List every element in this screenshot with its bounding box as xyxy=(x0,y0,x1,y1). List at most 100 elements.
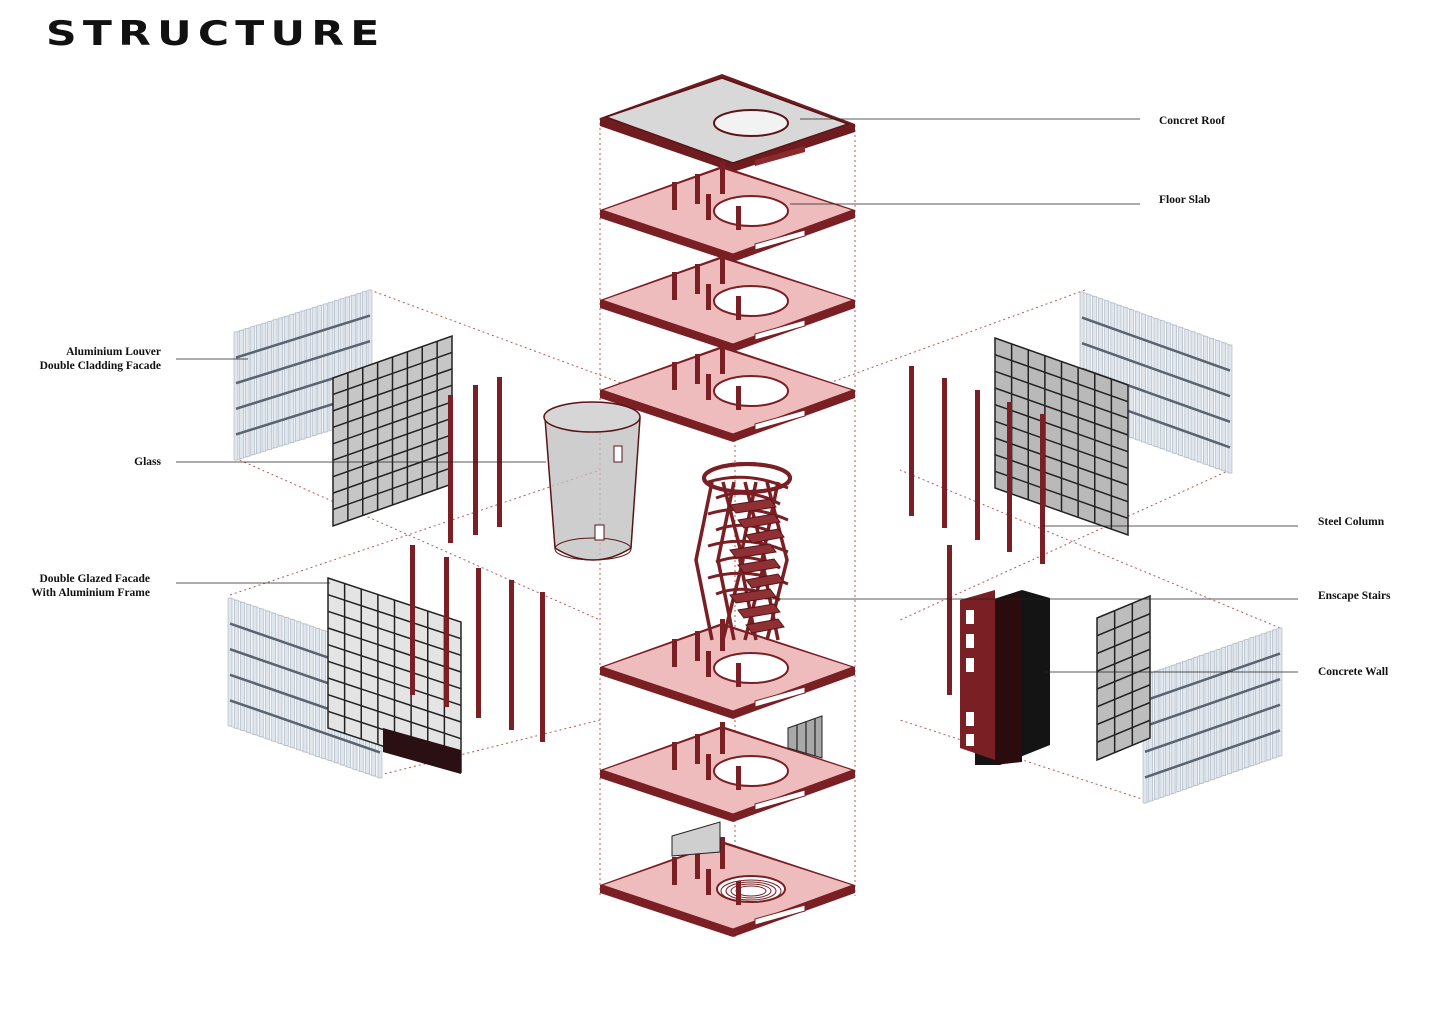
louver-fin xyxy=(1232,643,1238,772)
slab-column xyxy=(736,663,741,687)
floor-slab xyxy=(600,256,855,352)
stair-flight xyxy=(745,573,785,589)
slab-opening xyxy=(713,755,789,787)
louver-fin xyxy=(1221,342,1227,472)
stair-flight xyxy=(745,528,785,544)
louver-fin xyxy=(1153,670,1159,800)
louver-rail xyxy=(1144,678,1281,728)
steel-column xyxy=(476,568,481,718)
slab-column xyxy=(706,374,711,400)
louver-rail xyxy=(1144,652,1281,702)
stair-flight xyxy=(729,498,777,514)
transom xyxy=(1096,648,1151,672)
steel-column xyxy=(947,545,952,695)
steel-column xyxy=(1040,414,1045,564)
louver-fin xyxy=(328,301,334,431)
slab-column xyxy=(672,742,677,770)
slab-column xyxy=(706,284,711,310)
slab-opening xyxy=(713,375,789,407)
louver-fin xyxy=(1159,320,1165,450)
louver-fin xyxy=(278,317,283,447)
transom xyxy=(1096,630,1151,655)
louver-fin xyxy=(1147,315,1153,445)
slab-column xyxy=(736,206,741,230)
louver-fin xyxy=(302,623,308,753)
louver-fin xyxy=(1182,660,1187,790)
slab-column xyxy=(672,272,677,300)
louver-fin xyxy=(317,305,323,435)
stair-flight xyxy=(729,543,777,559)
steel-column xyxy=(1007,402,1012,552)
steel-column xyxy=(473,385,478,535)
louver-fin xyxy=(1159,668,1165,798)
transom xyxy=(332,384,453,429)
louver-fin xyxy=(1215,649,1221,778)
louver-fin xyxy=(295,312,300,442)
slab-column xyxy=(672,182,677,210)
stair-ring xyxy=(725,881,777,901)
louver-fin xyxy=(1170,664,1176,794)
louver-fin xyxy=(1209,338,1214,467)
louver-fin xyxy=(1249,637,1255,767)
louver-fin xyxy=(233,599,239,729)
slab-column xyxy=(720,722,725,754)
louver-fin xyxy=(256,324,261,454)
transom xyxy=(327,660,462,707)
slab-column xyxy=(672,639,677,667)
louver-fin xyxy=(1198,655,1204,784)
louver-fin xyxy=(250,326,256,456)
aluminium-louver-lower-right xyxy=(1142,627,1283,804)
slab-column xyxy=(695,174,700,204)
louver-fin xyxy=(252,606,258,735)
label-double-glazed-line2: With Aluminium Frame xyxy=(31,587,150,599)
transom xyxy=(994,353,1129,403)
stair-flight xyxy=(737,513,781,529)
louver-fin xyxy=(1187,659,1193,788)
transom xyxy=(327,593,462,640)
louver-fin xyxy=(1176,662,1182,792)
leader-lines xyxy=(176,118,1298,673)
slab-column xyxy=(736,766,741,790)
stair-flight xyxy=(729,588,777,604)
louver-fin xyxy=(267,321,272,450)
transom xyxy=(994,453,1129,503)
transom xyxy=(1096,701,1151,726)
glazed-facade-lower-left xyxy=(327,576,462,774)
stair-top-ring xyxy=(702,462,792,494)
transom xyxy=(1096,719,1151,743)
label-aluminium-louver: Aluminium Louver Double Cladding Facade xyxy=(16,345,161,373)
louver-fin xyxy=(261,322,267,452)
slab-notch xyxy=(754,409,806,431)
louver-rail xyxy=(1081,316,1231,372)
transom xyxy=(994,387,1129,436)
louver-fin xyxy=(1238,641,1243,771)
page-title: STRUCTURE xyxy=(46,14,386,54)
steel-column xyxy=(410,545,415,695)
louver-fin xyxy=(1227,645,1232,774)
small-glazing-pieces xyxy=(671,715,823,857)
louver-fin xyxy=(1196,333,1202,463)
escape-stairs xyxy=(694,462,792,641)
label-glass: Glass xyxy=(134,456,161,468)
slab-notch xyxy=(754,789,806,811)
louver-fin xyxy=(272,319,278,449)
louver-fin xyxy=(240,602,245,731)
floor-slab xyxy=(600,841,855,937)
louver-rail xyxy=(235,340,371,385)
louver-fin xyxy=(1277,627,1283,757)
transom xyxy=(327,643,462,690)
louver-fin xyxy=(233,331,239,461)
slab-column xyxy=(695,354,700,384)
transom xyxy=(332,351,453,396)
transom xyxy=(994,370,1129,420)
label-steel-column: Steel Column xyxy=(1318,516,1385,528)
louver-fin xyxy=(283,315,289,445)
transom xyxy=(332,433,453,478)
louver-fin xyxy=(300,310,306,440)
louver-fin xyxy=(1215,340,1220,469)
transom xyxy=(994,403,1129,453)
louver-fin xyxy=(1203,335,1208,465)
label-concrete-roof: Concret Roof xyxy=(1159,115,1225,127)
louver-fin xyxy=(239,329,244,459)
